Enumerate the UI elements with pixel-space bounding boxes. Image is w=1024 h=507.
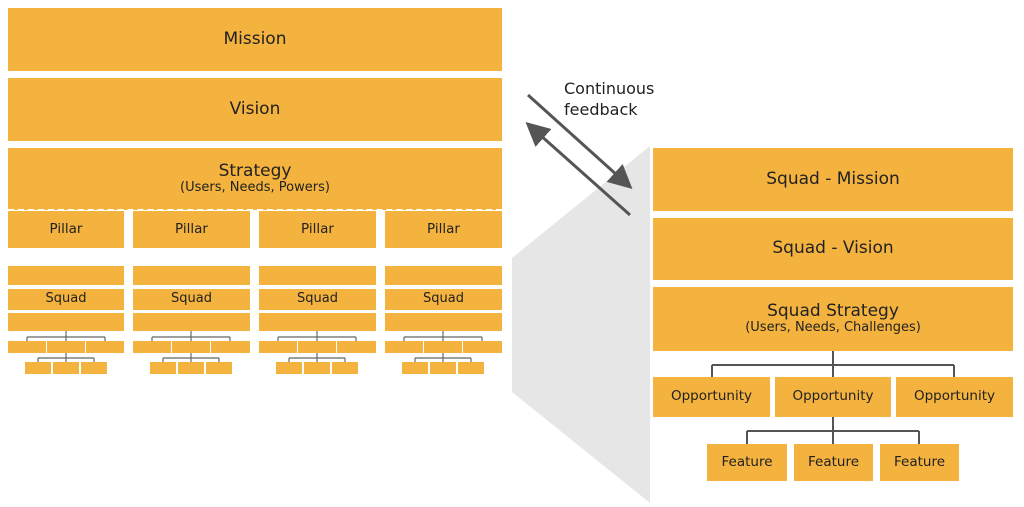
squad-box: Squad [8, 289, 124, 310]
mini-feature [430, 362, 456, 374]
mini-opportunity [211, 341, 250, 353]
mini-feature [332, 362, 358, 374]
squad-mission-label: Squad - Mission [766, 168, 900, 189]
mini-feature [304, 362, 330, 374]
mini-opportunity [133, 341, 171, 353]
mini-opportunity [86, 341, 124, 353]
feature-label: Feature [893, 453, 945, 470]
squad-bar [133, 266, 250, 285]
mini-opportunity [337, 341, 376, 353]
squad-bar [8, 266, 124, 285]
pillar-label: Pillar [175, 220, 208, 237]
opportunity-label: Opportunity [913, 388, 995, 405]
mini-opportunity [463, 341, 502, 353]
pillar-box: Pillar [133, 211, 250, 248]
pillar-label: Pillar [49, 220, 83, 237]
feature-box: Feature [794, 444, 873, 481]
feature-box: Feature [880, 444, 959, 481]
strategy-title: Strategy [218, 160, 292, 181]
vision-box: Vision [8, 78, 502, 141]
squad-label: Squad [423, 291, 464, 307]
strategy-detail: (Users, Needs, Powers) [180, 180, 330, 196]
feature-label: Feature [807, 453, 859, 470]
squad-bar [259, 313, 376, 331]
pillar-box: Pillar [259, 211, 376, 248]
squad-bar [259, 266, 376, 285]
pillar-label: Pillar [301, 220, 334, 237]
opportunity-label: Opportunity [792, 388, 874, 405]
mini-opportunity [385, 341, 423, 353]
strategy-box: Strategy (Users, Needs, Powers) [8, 148, 502, 210]
squad-vision-box: Squad - Vision [653, 218, 1013, 280]
opportunity-box: Opportunity [653, 377, 770, 417]
squad-bar [385, 266, 502, 285]
squad-strategy-box: Squad Strategy (Users, Needs, Challenges… [653, 287, 1013, 351]
mini-feature [402, 362, 428, 374]
squad-bar [385, 313, 502, 331]
mission-box: Mission [8, 8, 502, 71]
mini-opportunity [424, 341, 462, 353]
vision-label: Vision [229, 98, 281, 119]
feedback-label: Continuous feedback [564, 79, 654, 121]
mini-feature [53, 362, 79, 374]
opportunity-box: Opportunity [775, 377, 891, 417]
pillar-divider [8, 209, 502, 211]
feedback-arrow-down [526, 93, 633, 190]
mini-feature [178, 362, 204, 374]
squad-box: Squad [133, 289, 250, 310]
pillar-box: Pillar [385, 211, 502, 248]
opportunity-box: Opportunity [896, 377, 1013, 417]
feature-label: Feature [721, 453, 773, 470]
squad-strategy-detail: (Users, Needs, Challenges) [745, 320, 921, 336]
squad-bar [133, 313, 250, 331]
squad-label: Squad [171, 291, 212, 307]
squad-label: Squad [45, 291, 87, 307]
feature-box: Feature [707, 444, 787, 481]
squad-strategy-title: Squad Strategy [767, 300, 899, 321]
mini-feature [81, 362, 107, 374]
squad-mission-box: Squad - Mission [653, 148, 1013, 211]
feedback-line-2: feedback [564, 99, 638, 119]
squad-label: Squad [297, 291, 338, 307]
mini-opportunity [172, 341, 210, 353]
squad-box: Squad [259, 289, 376, 310]
mini-opportunity [8, 341, 46, 353]
mini-opportunity [259, 341, 297, 353]
feedback-line-1: Continuous [564, 79, 655, 98]
mini-feature [25, 362, 51, 374]
mini-feature [276, 362, 302, 374]
pillar-label: Pillar [427, 220, 460, 237]
squad-bar [8, 313, 124, 331]
mini-feature [458, 362, 484, 374]
opportunity-label: Opportunity [670, 388, 752, 405]
pillar-box: Pillar [8, 211, 124, 248]
mission-label: Mission [223, 28, 287, 49]
mini-feature [150, 362, 176, 374]
mini-feature [206, 362, 232, 374]
feedback-arrow-up [525, 122, 631, 217]
squad-box: Squad [385, 289, 502, 310]
mini-opportunity [47, 341, 85, 353]
squad-vision-label: Squad - Vision [772, 238, 894, 259]
mini-opportunity [298, 341, 336, 353]
